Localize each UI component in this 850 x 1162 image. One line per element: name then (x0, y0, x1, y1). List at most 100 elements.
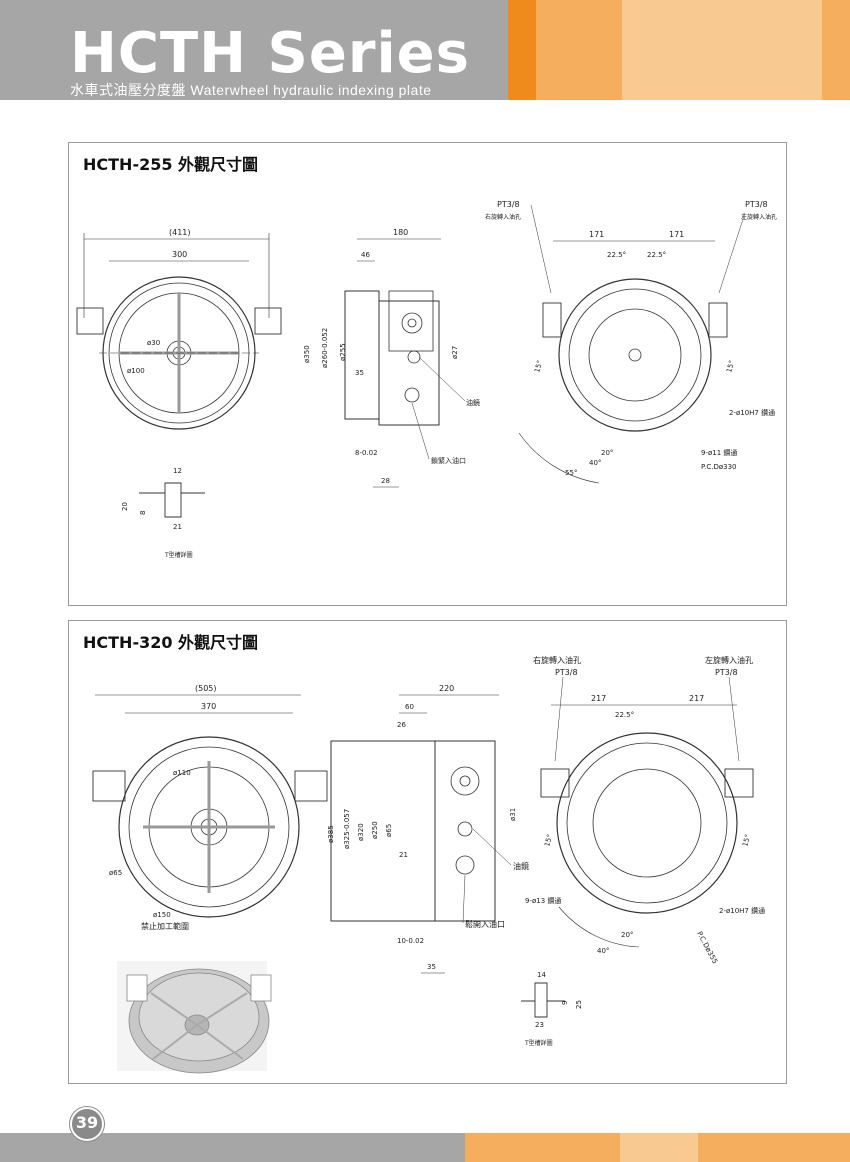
label-holes-2x10: 2-ø10H7 鑽通 (729, 408, 775, 417)
dim-tslot-25: 25 (575, 1000, 583, 1009)
footer-orange-stripe (465, 1133, 620, 1162)
label-pt-left: PT3/8 (497, 200, 520, 209)
rear-view-255: PT3/8 右旋轉入油孔 PT3/8 左旋轉入油孔 171 171 22.5° … (485, 200, 777, 484)
dim-phi150: ø150 (153, 911, 171, 919)
dim-15a: 15° (533, 359, 544, 373)
dim-phi385: ø385 (327, 825, 335, 843)
front-view-320: (505) 370 ø110 ø65 ø150 禁止加工範圍 (92, 684, 328, 931)
dim-tslot-9: 9 (561, 1001, 569, 1005)
hcth-320-drawing: (505) 370 ø110 ø65 ø150 禁止加工範圍 (92, 655, 765, 1074)
label-pt-left-note-320: 右旋轉入油孔 (533, 655, 581, 665)
hcth-255-panel: HCTH-255 外觀尺寸圖 (411) 300 ø30 ø100 18 (68, 142, 787, 606)
label-oil-window-320: 油鏡 (513, 861, 529, 871)
page-number-badge (70, 1107, 104, 1141)
dim-171b: 171 (669, 230, 684, 239)
label-holes-9x13: 9-ø13 鑽通 (525, 896, 561, 905)
header-orange-stripe (622, 0, 822, 100)
dim-20deg-320: 20° (621, 931, 633, 939)
dim-60: 60 (405, 703, 414, 711)
label-pt-right: PT3/8 (745, 200, 768, 209)
product-photo (117, 961, 272, 1074)
dim-15a-320: 15° (543, 833, 554, 847)
tslot-detail-320: 14 9 25 23 T型槽詳圖 (521, 971, 583, 1047)
page-header: HCTH Series 水車式油壓分度盤 Waterwheel hydrauli… (0, 0, 850, 100)
label-no-machining: 禁止加工範圍 (141, 921, 189, 931)
hcth-320-title: HCTH-320 外觀尺寸圖 (83, 633, 259, 652)
dim-55deg: 55° (565, 469, 577, 477)
label-clamp-port: 鎖緊入油口 (431, 456, 466, 465)
label-pt-right-note-320: 左旋轉入油孔 (705, 655, 753, 665)
hcth-255-drawing: (411) 300 ø30 ø100 180 46 (76, 200, 777, 559)
dim-40deg-320: 40° (597, 947, 609, 955)
rear-view-320: 右旋轉入油孔 PT3/8 左旋轉入油孔 PT3/8 217 217 22.5° … (525, 655, 765, 965)
dim-tslot-23: 23 (535, 1021, 544, 1029)
dim-phi65-side: ø65 (385, 824, 393, 837)
dim-15b-320: 15° (741, 833, 752, 847)
dim-22-5a: 22.5° (607, 251, 626, 259)
dim-phi325: ø325-0.057 (343, 809, 351, 849)
dim-35: 35 (355, 369, 364, 377)
dim-217a: 217 (591, 694, 606, 703)
dim-180: 180 (393, 228, 408, 237)
dim-40deg: 40° (589, 459, 601, 467)
label-pcd-355: P.C.Dø355 (695, 930, 719, 965)
dim-phi110: ø110 (173, 769, 191, 777)
dim-tslot-8: 8 (139, 511, 147, 515)
header-orange-stripe (536, 0, 622, 100)
dim-28: 28 (381, 477, 390, 485)
header-orange-stripe (822, 0, 850, 100)
dim-phi260: ø260-0.052 (321, 328, 329, 368)
side-view-320: 220 60 26 ø385 ø325-0.057 ø320 ø250 ø65 … (327, 684, 529, 974)
dim-phi30: ø30 (147, 339, 160, 347)
hcth-255-title: HCTH-255 外觀尺寸圖 (83, 155, 259, 174)
dim-20deg: 20° (601, 449, 613, 457)
label-oil-window: 油鏡 (466, 398, 480, 407)
dim-411: (411) (169, 228, 191, 237)
dim-phi350: ø350 (303, 345, 311, 363)
footer-orange-stripe (698, 1133, 850, 1162)
page-footer (0, 1133, 850, 1162)
dim-171a: 171 (589, 230, 604, 239)
dim-15b: 15° (725, 359, 736, 373)
dim-tslot-20: 20 (121, 502, 129, 511)
series-subtitle: 水車式油壓分度盤 Waterwheel hydraulic indexing p… (70, 82, 432, 98)
dim-21: 21 (399, 851, 408, 859)
hcth-320-panel: HCTH-320 外觀尺寸圖 (505) 370 ø110 ø65 ø150 禁… (68, 620, 787, 1084)
dim-300: 300 (172, 250, 187, 259)
tslot-detail-255: 12 20 8 21 T型槽詳圖 (121, 467, 205, 559)
dim-217b: 217 (689, 694, 704, 703)
dim-phi250: ø250 (371, 821, 379, 839)
dim-tslot-21: 21 (173, 523, 182, 531)
dim-26: 26 (397, 721, 406, 729)
label-unclamp-port: 鬆開入油口 (465, 919, 505, 929)
front-view-255: (411) 300 ø30 ø100 (76, 228, 282, 430)
label-pcd-330: P.C.Dø330 (701, 463, 737, 471)
dim-370: 370 (201, 702, 216, 711)
dim-phi27: ø27 (451, 346, 459, 359)
side-view-255: 180 46 ø350 ø260-0.052 ø255 35 ø27 油鏡 8-… (303, 228, 480, 488)
dim-phi255: ø255 (339, 343, 347, 361)
dim-22-5-320: 22.5° (615, 711, 634, 719)
label-pt-right-note: 左旋轉入油孔 (741, 213, 777, 221)
label-pt-left-note: 右旋轉入油孔 (485, 213, 521, 221)
dim-phi100: ø100 (127, 367, 145, 375)
dim-220: 220 (439, 684, 454, 693)
dim-tslot-14: 14 (537, 971, 546, 979)
dim-505: (505) (195, 684, 217, 693)
dim-tslot-12: 12 (173, 467, 182, 475)
dim-phi320: ø320 (357, 823, 365, 841)
label-pt-left-320: PT3/8 (555, 668, 578, 677)
dim-8: 8-0.02 (355, 449, 378, 457)
footer-gray-band (0, 1133, 465, 1162)
dim-10: 10-0.02 (397, 937, 424, 945)
label-tslot-detail: T型槽詳圖 (164, 551, 193, 559)
label-pt-right-320: PT3/8 (715, 668, 738, 677)
series-title: HCTH Series (70, 21, 470, 86)
label-holes-2x10-320: 2-ø10H7 鑽通 (719, 906, 765, 915)
header-orange-stripe (508, 0, 536, 100)
dim-22-5b: 22.5° (647, 251, 666, 259)
header-gray-band (0, 0, 508, 100)
label-tslot-detail-320: T型槽詳圖 (524, 1039, 553, 1047)
page-number: 39 (75, 1113, 99, 1132)
footer-orange-stripe (620, 1133, 698, 1162)
